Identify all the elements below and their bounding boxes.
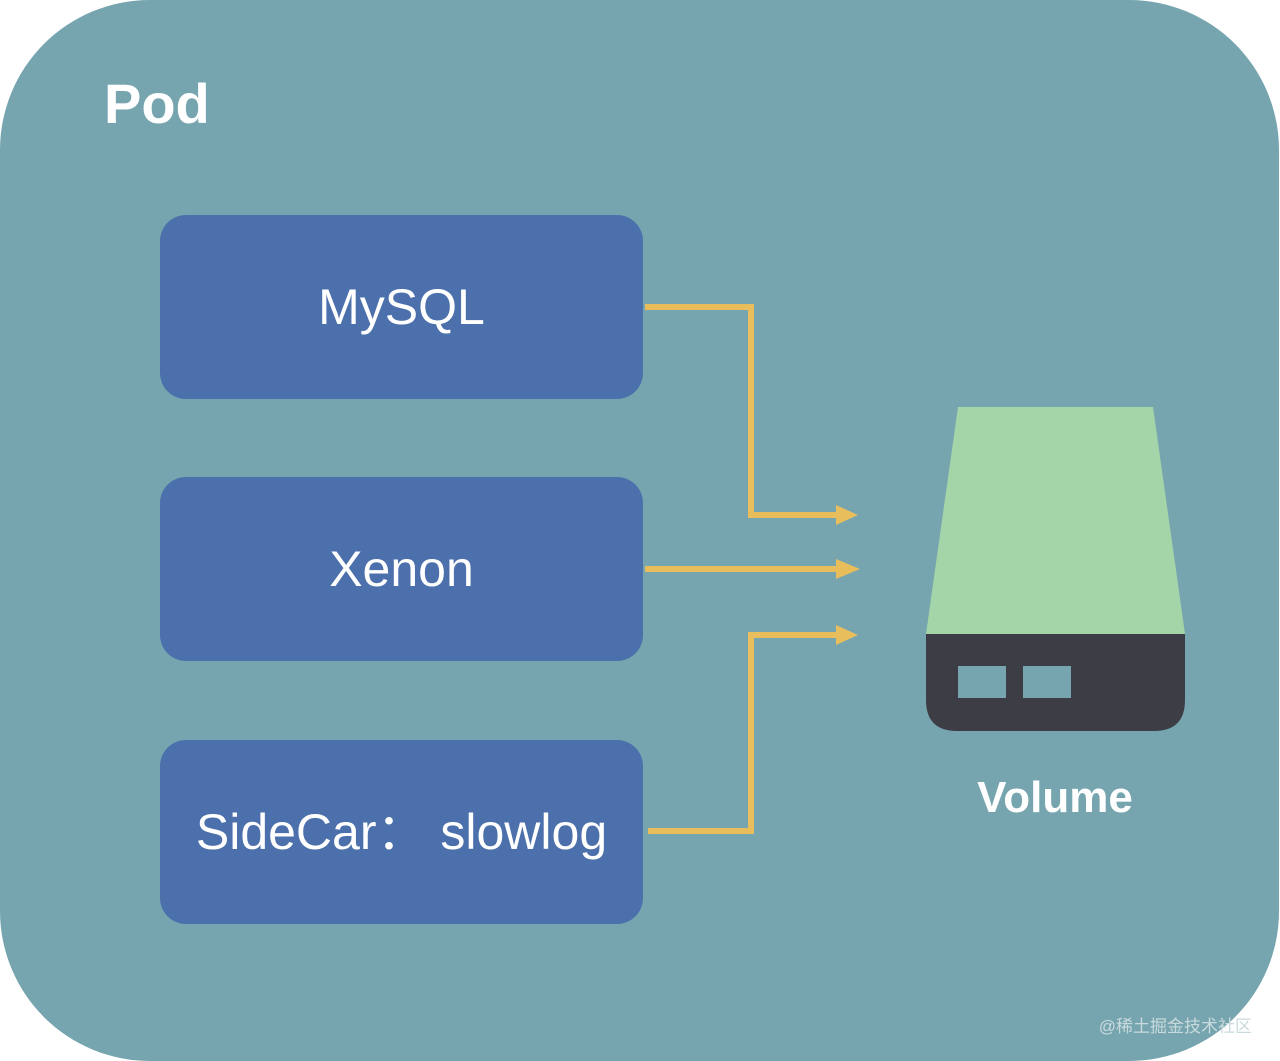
container-xenon-label: Xenon — [329, 541, 474, 597]
container-sidecar-label: SideCar： slowlog — [195, 804, 608, 860]
container-mysql-label: MySQL — [318, 279, 485, 335]
container-sidecar: SideCar： slowlog — [160, 740, 643, 924]
pod-title: Pod — [104, 72, 210, 135]
container-xenon: Xenon — [160, 477, 643, 661]
container-mysql: MySQL — [160, 215, 643, 399]
volume-label: Volume — [977, 773, 1133, 822]
watermark: @稀土掘金技术社区 — [1098, 1017, 1252, 1036]
